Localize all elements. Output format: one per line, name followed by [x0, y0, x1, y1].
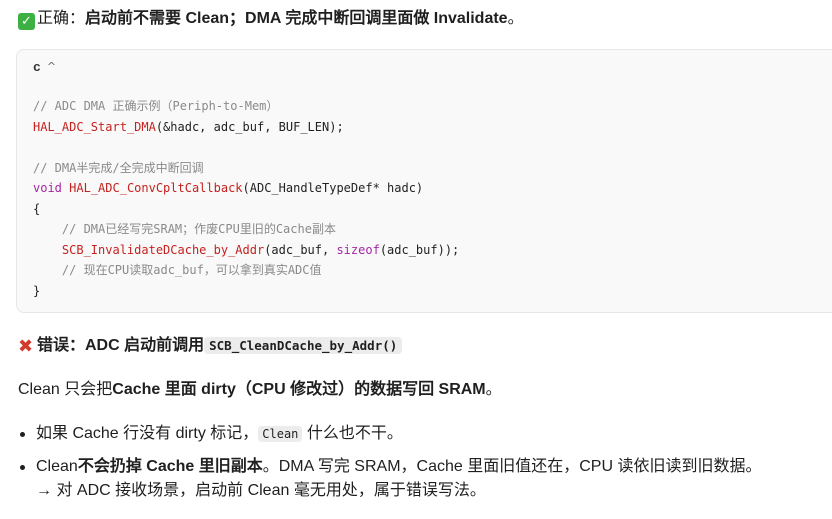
- code-token: (ADC_HandleTypeDef* hadc): [242, 181, 424, 195]
- code-token: HAL_ADC_Start_DMA: [33, 119, 156, 134]
- b1-inline-code: Clean: [258, 426, 303, 442]
- code-line: void HAL_ADC_ConvCpltCallback(ADC_Handle…: [33, 178, 459, 199]
- correct-suffix: 。: [507, 10, 524, 27]
- code-token: [33, 243, 62, 257]
- wrong-inline-code: SCB_CleanDCache_by_Addr(): [204, 337, 403, 354]
- code-body: // ADC DMA 正确示例（Periph-to-Mem） HAL_ADC_St…: [33, 96, 459, 301]
- code-token: [33, 222, 62, 236]
- b2-bold: 不会扔掉 Cache 里旧副本: [77, 458, 263, 475]
- code-token: // 现在CPU读取adc_buf，可以拿到真实ADC值: [61, 263, 322, 277]
- bullet-dot-icon: [20, 432, 25, 437]
- check-mark-icon: ✓: [18, 13, 35, 30]
- list-item: Clean不会扔掉 Cache 里旧副本。DMA 写完 SRAM，Cache 里…: [18, 455, 761, 503]
- code-line: // 现在CPU读取adc_buf，可以拿到真实ADC值: [33, 260, 459, 281]
- code-header[interactable]: c^: [33, 60, 56, 75]
- code-token: sizeof: [336, 242, 380, 257]
- b2-line2: → 对 ADC 接收场景，启动前 Clean 毫无用处，属于错误写法。: [36, 482, 486, 499]
- code-token: {: [33, 201, 41, 216]
- correct-prefix: 正确：: [37, 10, 86, 27]
- code-token: (adc_buf,: [264, 242, 337, 257]
- code-line: }: [33, 281, 459, 302]
- list-item: 如果 Cache 行没有 dirty 标记，Clean 什么也不干。: [18, 422, 761, 446]
- cross-mark-icon: ✖: [18, 336, 34, 357]
- para-bold: Cache 里面 dirty（CPU 修改过）的数据写回 SRAM: [112, 381, 486, 398]
- bullet-list: 如果 Cache 行没有 dirty 标记，Clean 什么也不干。 Clean…: [18, 422, 761, 503]
- code-token: [33, 263, 62, 277]
- para-suffix: 。: [485, 381, 502, 398]
- code-line: {: [33, 199, 459, 220]
- code-line: // DMA半完成/全完成中断回调: [33, 158, 459, 179]
- code-line: HAL_ADC_Start_DMA(&hadc, adc_buf, BUF_LE…: [33, 117, 459, 138]
- code-line: // ADC DMA 正确示例（Periph-to-Mem）: [33, 96, 459, 117]
- correct-bold-text: 启动前不需要 Clean；DMA 完成中断回调里面做 Invalidate: [85, 10, 508, 27]
- b2-suffix: 。DMA 写完 SRAM，Cache 里面旧值还在，CPU 读依旧读到旧数据。: [262, 458, 762, 475]
- code-token: // ADC DMA 正确示例（Periph-to-Mem）: [33, 99, 279, 113]
- code-token: (adc_buf));: [379, 242, 460, 257]
- wrong-bold-text: 错误：ADC 启动前调用: [37, 337, 205, 354]
- b2-prefix: Clean: [36, 458, 78, 475]
- code-line: [33, 137, 459, 158]
- chevron-up-icon[interactable]: ^: [46, 60, 57, 73]
- code-token: // DMA已经写完SRAM；作废CPU里旧的Cache副本: [61, 222, 336, 236]
- b1-prefix: 如果 Cache 行没有 dirty 标记，: [36, 425, 259, 442]
- code-line: SCB_InvalidateDCache_by_Addr(adc_buf, si…: [33, 240, 459, 261]
- code-line: // DMA已经写完SRAM；作废CPU里旧的Cache副本: [33, 219, 459, 240]
- b1-suffix: 什么也不干。: [302, 425, 403, 442]
- code-block: c^ // ADC DMA 正确示例（Periph-to-Mem）HAL_ADC…: [16, 49, 832, 313]
- clean-explanation: Clean 只会把Cache 里面 dirty（CPU 修改过）的数据写回 SR…: [18, 378, 502, 402]
- code-token: HAL_ADC_ConvCpltCallback: [69, 181, 243, 195]
- bullet-dot-icon: [20, 465, 25, 470]
- code-token: SCB_InvalidateDCache_by_Addr: [61, 242, 265, 257]
- code-token: // DMA半完成/全完成中断回调: [33, 160, 204, 175]
- code-token: }: [33, 283, 41, 298]
- correct-heading: ✓正确：启动前不需要 Clean；DMA 完成中断回调里面做 Invalidat…: [18, 7, 524, 31]
- code-token: void: [33, 181, 62, 195]
- code-token: (&hadc, adc_buf, BUF_LEN);: [155, 119, 344, 134]
- para-prefix: Clean 只会把: [18, 381, 113, 398]
- code-language-label: c: [33, 60, 41, 75]
